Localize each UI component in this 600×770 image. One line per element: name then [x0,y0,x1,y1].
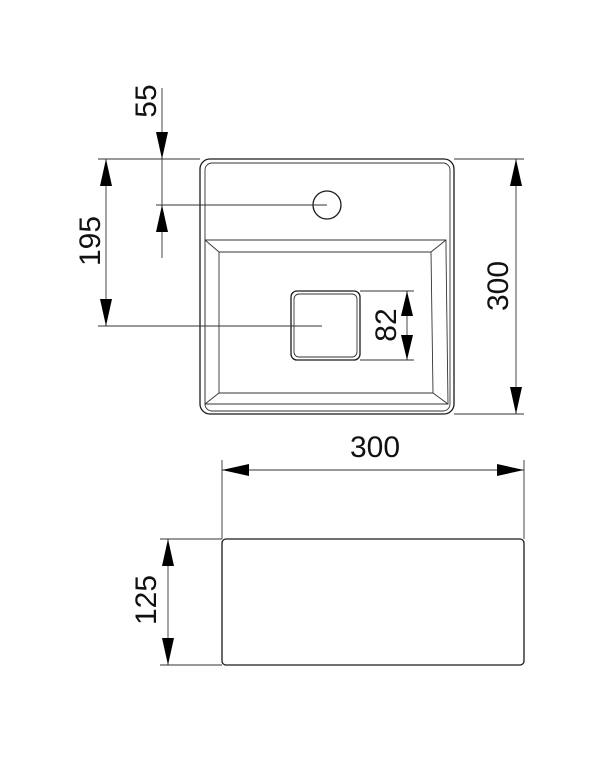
bowl-corner-line [204,239,220,253]
front-view [221,538,525,666]
dimension-height: 125 [130,538,222,666]
drain-square-inner [293,293,358,358]
basin-inner-rim [204,162,451,412]
arrow-head [100,159,112,186]
drain-square [290,290,361,361]
basin-front-outline [221,538,525,666]
arrow-head [162,638,174,665]
bowl-corner-line [430,239,447,253]
arrow-head [401,291,413,316]
arrow-head [156,132,168,159]
bowl-corner-line [432,392,449,405]
bowl-outer-edge [204,239,449,405]
dimension-width: 300 [221,431,525,539]
dimension-label: 195 [74,216,107,266]
basin-outline [199,158,455,415]
top-view [199,158,455,415]
dimension-drain-size: 82 [360,290,414,361]
dimension-label: 125 [130,575,163,625]
dimension-label: 82 [370,308,403,341]
arrow-head [497,464,524,476]
dimension-label: 55 [130,84,163,117]
dimension-depth: 300 [454,158,524,415]
bowl-corner-line [204,392,220,405]
dimension-label: 300 [350,431,400,464]
dimension-tap-offset: 55 [98,84,327,258]
arrow-head [162,539,174,566]
dimension-drain-offset: 195 [74,159,322,327]
arrow-head [510,159,522,186]
arrow-head [510,387,522,414]
arrow-head [100,299,112,326]
arrow-head [156,205,168,232]
arrow-head [401,335,413,360]
dimension-label: 300 [482,261,515,311]
arrow-head [222,464,249,476]
